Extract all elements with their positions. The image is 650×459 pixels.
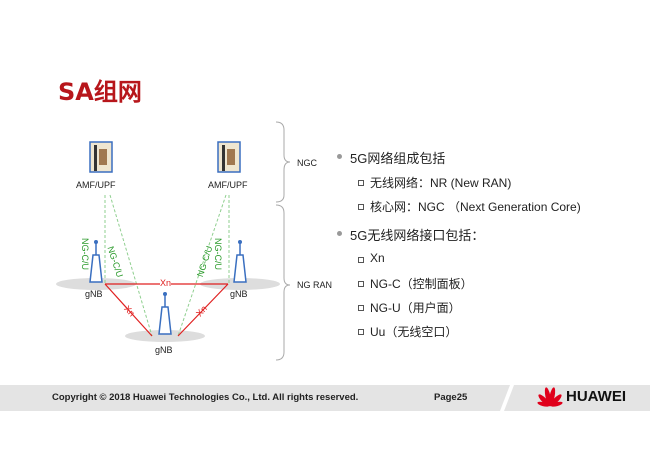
- core-label-left: AMF/UPF: [76, 180, 116, 190]
- square-bullet-icon: [358, 204, 364, 210]
- bullet-2: 5G无线网络接口包括：: [350, 228, 485, 243]
- square-bullet-icon: [358, 257, 364, 263]
- gnb-label-right: gNB: [230, 289, 248, 299]
- ground-shadows: [56, 278, 280, 342]
- core-label-right: AMF/UPF: [208, 180, 248, 190]
- huawei-logo-icon: [537, 387, 563, 407]
- ngc-label: NGC: [297, 158, 317, 168]
- page-number: Page25: [434, 392, 468, 403]
- ng-label-1: NG-C/U: [80, 238, 90, 270]
- bullet-icon: [337, 154, 342, 159]
- sub-item: NG-C（控制面板）: [370, 277, 473, 291]
- gnb-label-bottom: gNB: [155, 345, 173, 355]
- server-icon-left: [89, 141, 113, 173]
- gnb-label-left: gNB: [85, 289, 103, 299]
- square-bullet-icon: [358, 329, 364, 335]
- ngran-label: NG RAN: [297, 280, 333, 290]
- brand-name: HUAWEI: [566, 388, 626, 405]
- server-icon-right: [217, 141, 241, 173]
- bullet-icon: [337, 231, 342, 236]
- gnb-icon-bottom: [158, 292, 172, 335]
- sub-item: Xn: [370, 251, 385, 265]
- square-bullet-icon: [358, 281, 364, 287]
- ng-label-4: NG-C/U: [213, 238, 223, 270]
- gnb-icon-left: [89, 240, 103, 283]
- footer-slash: [500, 385, 514, 411]
- sub-item: NG-U（用户面）: [370, 301, 461, 315]
- gnb-icon-right: [233, 240, 247, 283]
- sub-item: 无线网络：NR (New RAN): [370, 176, 512, 190]
- ng-links: [104, 194, 230, 337]
- sub-item: Uu（无线空口）: [370, 325, 458, 339]
- sub-item: 核心网：NGC （Next Generation Core): [370, 200, 581, 214]
- square-bullet-icon: [358, 305, 364, 311]
- network-diagram: [56, 121, 291, 361]
- square-bullet-icon: [358, 180, 364, 186]
- xn-label-top: Xn: [160, 278, 172, 288]
- braces: [275, 121, 291, 361]
- page-title: SA组网: [58, 78, 142, 106]
- bullet-1: 5G网络组成包括: [350, 151, 446, 166]
- copyright-text: Copyright © 2018 Huawei Technologies Co.…: [52, 392, 359, 403]
